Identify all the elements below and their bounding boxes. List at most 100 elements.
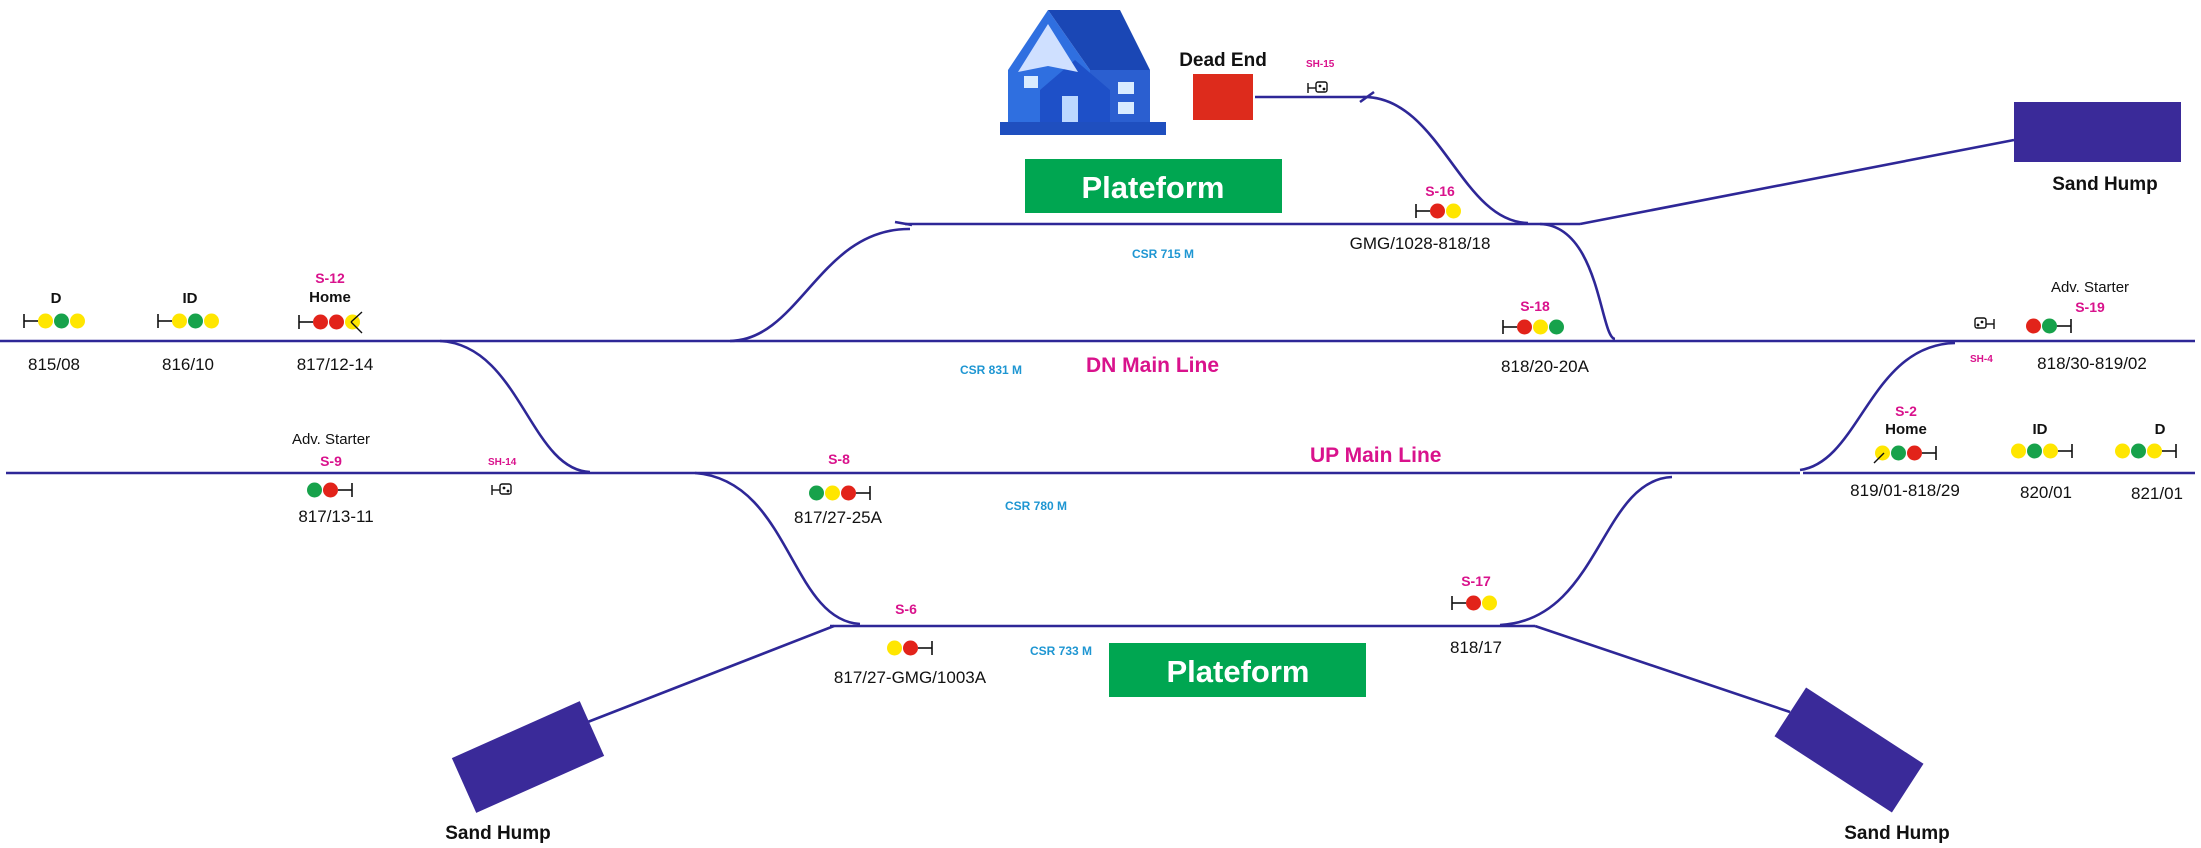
signal-s2-kind: Home	[1885, 421, 1927, 438]
signal-lamp-red	[2026, 318, 2041, 334]
signal-lamp-yellow	[70, 313, 85, 329]
csr-top-loop: CSR 715 M	[1132, 247, 1194, 261]
signal-lamp-red	[903, 640, 918, 656]
signal-d-up-id: 821/01	[2131, 484, 2183, 503]
signal-lamp-green	[188, 313, 203, 329]
signal-s18-id: 818/20-20A	[1501, 357, 1590, 376]
signal-lamp-red	[313, 314, 328, 330]
signal-s8-name: S-8	[828, 451, 850, 467]
signal-s9-kind: Adv. Starter	[292, 431, 370, 448]
signal-id-dn	[157, 313, 219, 329]
signal-lamp-yellow	[1533, 319, 1548, 335]
signal-lamp-red	[1430, 203, 1445, 219]
signal-lamp-yellow	[172, 313, 187, 329]
tracks	[0, 90, 2195, 727]
csr-up-main: CSR 780 M	[1005, 499, 1067, 513]
signal-lamp-red	[1466, 595, 1481, 611]
signal-id-up-id: 820/01	[2020, 483, 2072, 502]
signal-lamp-green	[2131, 443, 2146, 459]
signal-s18-name: S-18	[1520, 298, 1550, 314]
shunt-signal-icon	[1307, 81, 1328, 93]
signal-s12-name: S-12	[315, 270, 345, 286]
signal-s6-id: 817/27-GMG/1003A	[834, 668, 987, 687]
signal-lamp-green	[1891, 445, 1906, 461]
signal-lamp-yellow	[825, 485, 840, 501]
signal-s8-id: 817/27-25A	[794, 508, 883, 527]
shunt-signal-sh15-label: SH-15	[1306, 59, 1335, 70]
crossover-west	[439, 339, 591, 474]
signal-lamp-yellow	[1875, 445, 1890, 461]
platform-bottom-label: Plateform	[1167, 654, 1310, 689]
platform-top	[1025, 159, 1282, 213]
signal-s12-id: 817/12-14	[297, 355, 374, 374]
signal-s2-home	[1875, 445, 1937, 461]
signal-s9	[307, 482, 353, 498]
signal-s12-route-indicator	[350, 311, 363, 334]
sand-hump-bottom-left-label: Sand Hump	[445, 823, 551, 844]
signal-lamp-red	[841, 485, 856, 501]
signal-s9-name: S-9	[320, 453, 342, 469]
signal-lamp-yellow	[2043, 443, 2058, 459]
shunt-signal-sh14-label: SH-14	[488, 457, 517, 468]
signal-s16-name: S-16	[1425, 183, 1455, 199]
signal-lamp-yellow	[887, 640, 902, 656]
shunt-signal-icon	[1974, 317, 1995, 329]
signal-s17-name: S-17	[1461, 573, 1491, 589]
signal-s17	[1451, 595, 1497, 611]
signal-id-dn-id: 816/10	[162, 355, 214, 374]
signal-s18	[1502, 319, 1564, 335]
signal-s17-id: 818/17	[1450, 638, 1502, 657]
signal-d-up	[2115, 443, 2177, 459]
signal-lamp-green	[54, 313, 69, 329]
signal-id-up-kind: ID	[2033, 421, 2048, 438]
signal-d-dn-kind: D	[51, 290, 62, 307]
signal-lamp-red	[329, 314, 344, 330]
top-loop-exit	[1539, 222, 1616, 341]
signal-lamp-yellow	[345, 314, 360, 330]
sand-hump-bottom-left	[451, 701, 605, 813]
sand-hump-top-right	[2014, 102, 2181, 162]
signal-s16-id: GMG/1028-818/18	[1350, 234, 1491, 253]
sand-hump-bottom-right	[1774, 687, 1924, 813]
top-sand-hump-spur	[1579, 138, 2015, 226]
signal-s8	[809, 485, 871, 501]
signal-lamp-yellow	[2115, 443, 2130, 459]
signal-s19-id: 818/30-819/02	[2037, 354, 2147, 373]
dead-end-siding-curve	[1361, 95, 1529, 225]
signal-s6	[887, 640, 933, 656]
signal-s19-name: S-19	[2075, 299, 2105, 315]
signal-s12-home	[298, 314, 360, 330]
signal-lamp-yellow	[38, 313, 53, 329]
signal-s2-name: S-2	[1895, 403, 1917, 419]
signal-lamp-red	[1907, 445, 1922, 461]
signal-lamp-yellow	[204, 313, 219, 329]
dead-end-label: Dead End	[1179, 50, 1267, 71]
signal-lamp-red	[1517, 319, 1532, 335]
signal-lamp-yellow	[2011, 443, 2026, 459]
bottom-right-sand-hump-spur	[1534, 624, 1791, 714]
signal-id-up	[2011, 443, 2073, 459]
signal-s2-id: 819/01-818/29	[1850, 481, 1960, 500]
shunt-signal-sh4-label: SH-4	[1970, 354, 1993, 365]
sand-hump-bottom-right-label: Sand Hump	[1844, 823, 1950, 844]
signal-s6-name: S-6	[895, 601, 917, 617]
signal-s19	[2026, 318, 2072, 334]
crossover-east	[1799, 341, 1956, 472]
top-loop-entry	[729, 227, 911, 343]
signal-s2-route-indicator	[1873, 452, 1885, 464]
signal-lamp-green	[809, 485, 824, 501]
signal-lamp-green	[307, 482, 322, 498]
csr-bottom-loop: CSR 733 M	[1030, 644, 1092, 658]
signal-lamp-green	[1549, 319, 1564, 335]
dead-end-block	[1193, 74, 1253, 120]
house-icon	[1000, 10, 1166, 135]
platform-top-label: Plateform	[1082, 170, 1225, 205]
dead-end-siding-stub	[1359, 90, 1375, 104]
bottom-left-sand-hump-spur	[579, 624, 835, 727]
signal-lamp-red	[323, 482, 338, 498]
sand-hump-top-right-label: Sand Hump	[2052, 174, 2158, 195]
signal-d-up-kind: D	[2155, 421, 2166, 438]
signal-d-dn	[23, 313, 85, 329]
signal-s16	[1415, 203, 1461, 219]
